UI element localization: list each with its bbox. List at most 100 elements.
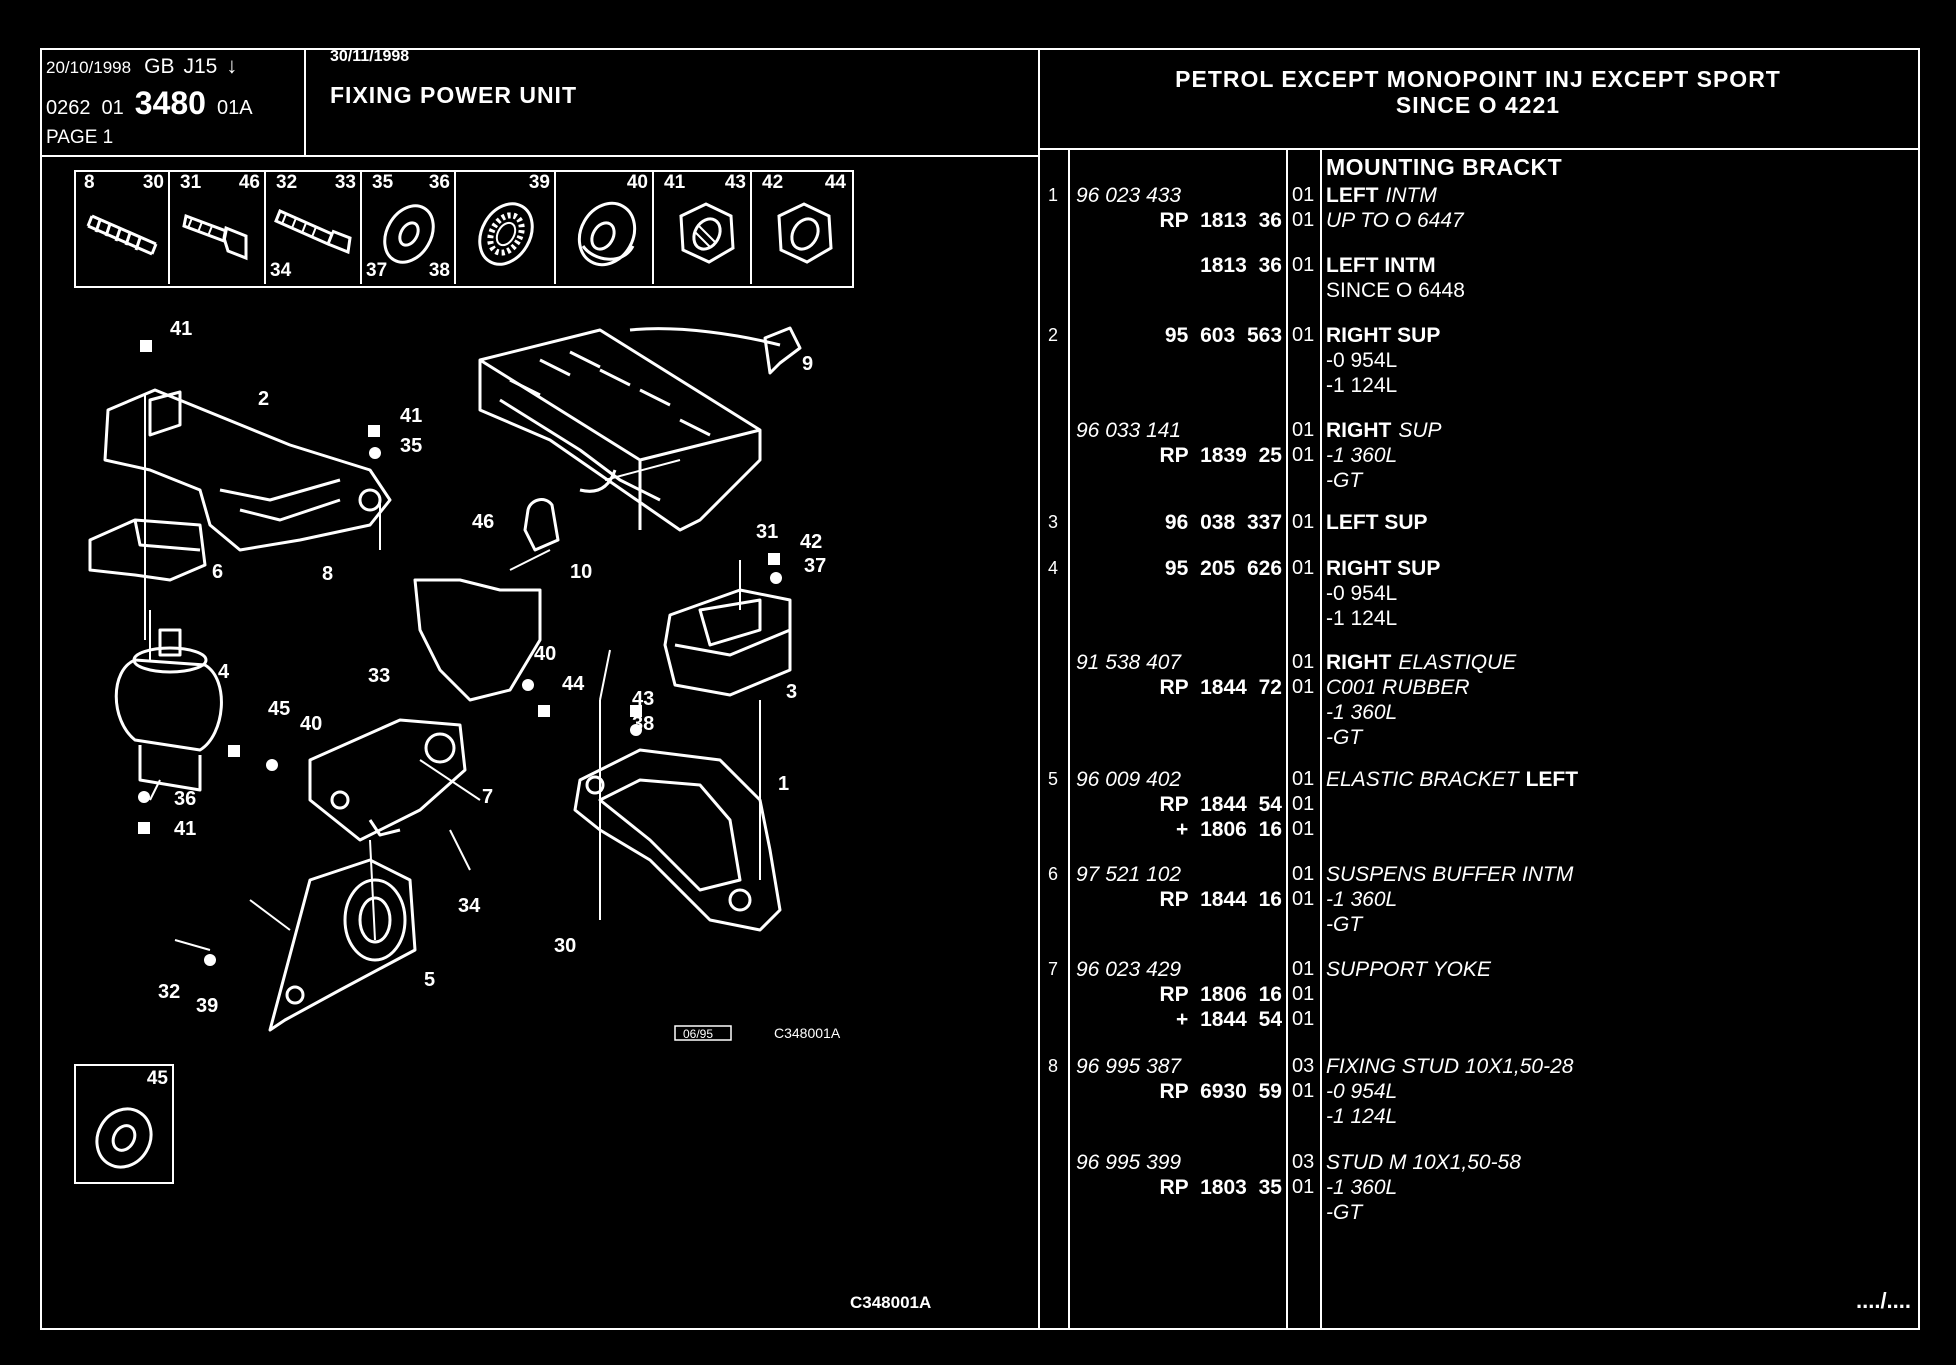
hardware-number: 31 bbox=[180, 172, 202, 193]
description-text: -1 124L bbox=[1326, 1105, 1398, 1128]
part-reference: 96 023 433 bbox=[1076, 184, 1182, 207]
header-rule-left bbox=[40, 155, 1040, 157]
part-reference: 96 038 337 bbox=[1164, 511, 1282, 534]
header-ref-suffix: 01A bbox=[216, 97, 253, 119]
description-text: LEFT bbox=[1525, 768, 1579, 791]
description-text: -1 124L bbox=[1326, 607, 1398, 630]
part-description: -GT bbox=[1326, 468, 1362, 493]
description-text: INTM bbox=[1385, 184, 1437, 207]
description-text: -1 124L bbox=[1326, 374, 1398, 397]
hardware-number: 37 bbox=[366, 260, 388, 281]
exploded-diagram: 41 2 41 35 6 8 4 9 46 10 31 42 37 3 33 4… bbox=[88, 318, 931, 1312]
nut-nylon-icon bbox=[679, 202, 735, 264]
header-date2: 30/11/1998 bbox=[330, 48, 410, 65]
description-text: -GT bbox=[1326, 469, 1363, 492]
hardware-strip bbox=[74, 170, 854, 288]
callout-37: 37 bbox=[804, 555, 826, 577]
description-text: LEFT INTM bbox=[1326, 254, 1436, 277]
header-date: 20/10/1998 bbox=[46, 58, 132, 77]
entry-index: 4 bbox=[1048, 558, 1059, 578]
description-text: C001 RUBBER bbox=[1326, 676, 1470, 699]
part-reference: RP 1839 25 bbox=[1159, 444, 1282, 467]
part-quantity: 01 bbox=[1292, 958, 1315, 980]
part-quantity: 03 bbox=[1292, 1151, 1315, 1173]
leader-lines bbox=[144, 395, 761, 951]
entry-index: 3 bbox=[1048, 512, 1059, 532]
diagram-code: C348001A bbox=[774, 1025, 841, 1041]
hardware-number: 39 bbox=[528, 172, 550, 193]
callout-46: 46 bbox=[472, 511, 494, 533]
callout-2: 2 bbox=[258, 388, 269, 410]
description-text: LEFT bbox=[1326, 184, 1379, 207]
callout-44: 44 bbox=[562, 673, 585, 695]
description-text: -GT bbox=[1326, 726, 1363, 749]
description-text: -1 360L bbox=[1326, 1176, 1398, 1199]
part-quantity: 01 bbox=[1292, 863, 1315, 885]
center-divider bbox=[1038, 48, 1040, 1328]
page-title: FIXING POWER UNIT bbox=[330, 82, 577, 108]
part-reference: RP 1844 16 bbox=[1159, 888, 1282, 911]
hardware-number: 38 bbox=[428, 260, 450, 281]
callout-41b: 41 bbox=[400, 405, 422, 427]
callout-40b: 40 bbox=[300, 713, 322, 735]
diagram-date-box: 06/95 bbox=[683, 1027, 713, 1041]
bracket-1-drawing bbox=[573, 748, 782, 932]
stud-icon bbox=[86, 214, 158, 256]
part-quantity: 01 bbox=[1292, 254, 1315, 276]
description-text: SINCE O 6448 bbox=[1326, 279, 1465, 302]
callout-38: 38 bbox=[632, 713, 654, 735]
callout-6: 6 bbox=[212, 561, 223, 583]
description-text: UP TO O 6447 bbox=[1326, 209, 1464, 232]
entry-index: 6 bbox=[1048, 864, 1059, 884]
part-quantity: 01 bbox=[1292, 419, 1315, 441]
callout-5: 5 bbox=[424, 969, 435, 991]
idx-divider bbox=[1068, 150, 1070, 1328]
description-text: -GT bbox=[1326, 913, 1363, 936]
part-reference: RP 1806 16 bbox=[1159, 983, 1282, 1006]
part-reference: 96 023 429 bbox=[1076, 958, 1182, 981]
qty-divider bbox=[1320, 150, 1322, 1328]
entry-index: 8 bbox=[1048, 1056, 1059, 1076]
hardware-number: 32 bbox=[276, 172, 298, 193]
part-quantity: 01 bbox=[1292, 209, 1315, 231]
hardware-number: 41 bbox=[664, 172, 686, 193]
header-lang: GB bbox=[144, 55, 175, 78]
part-reference: 96 995 387 bbox=[1076, 1055, 1182, 1078]
part-quantity: 01 bbox=[1292, 557, 1315, 579]
condition-line-1: PETROL EXCEPT MONOPOINT INJ EXCEPT SPORT bbox=[1175, 66, 1781, 92]
part-description: -GT bbox=[1326, 725, 1362, 750]
callout-7: 7 bbox=[482, 786, 493, 808]
hardware-number: 8 bbox=[84, 172, 95, 193]
support-7-drawing bbox=[308, 718, 467, 842]
part-quantity: 01 bbox=[1292, 818, 1315, 840]
description-text: -GT bbox=[1326, 1201, 1363, 1224]
mount-4-drawing bbox=[114, 628, 223, 792]
part-quantity: 01 bbox=[1292, 1008, 1315, 1030]
part-quantity: 01 bbox=[1292, 1176, 1315, 1198]
description-text: LEFT SUP bbox=[1326, 511, 1428, 534]
part-quantity: 01 bbox=[1292, 1080, 1315, 1102]
part-reference: RP 6930 59 bbox=[1159, 1080, 1282, 1103]
part-description: LEFT INTM bbox=[1326, 253, 1436, 278]
part-quantity: 01 bbox=[1292, 888, 1315, 910]
callout-32: 32 bbox=[158, 981, 180, 1003]
hardware-number: 30 bbox=[142, 172, 164, 193]
bolt-icon bbox=[274, 208, 352, 255]
callout-10: 10 bbox=[570, 561, 592, 583]
callout-30: 30 bbox=[554, 935, 576, 957]
entry-index: 7 bbox=[1048, 959, 1059, 979]
description-text: SUP bbox=[1398, 419, 1442, 442]
description-text: RIGHT SUP bbox=[1326, 324, 1441, 347]
header-rule-right bbox=[1038, 148, 1918, 150]
description-text: -0 954L bbox=[1326, 349, 1398, 372]
description-text: SUSPENS BUFFER INTM bbox=[1326, 863, 1574, 886]
description-text: -0 954L bbox=[1326, 1080, 1398, 1103]
part-description: -0 954L bbox=[1326, 1079, 1397, 1104]
part-description: -1 124L bbox=[1326, 606, 1397, 631]
entry-index: 1 bbox=[1048, 185, 1059, 205]
washer-serrated-icon bbox=[478, 202, 534, 266]
callout-39: 39 bbox=[196, 995, 218, 1017]
washer-cone-icon bbox=[577, 201, 637, 267]
